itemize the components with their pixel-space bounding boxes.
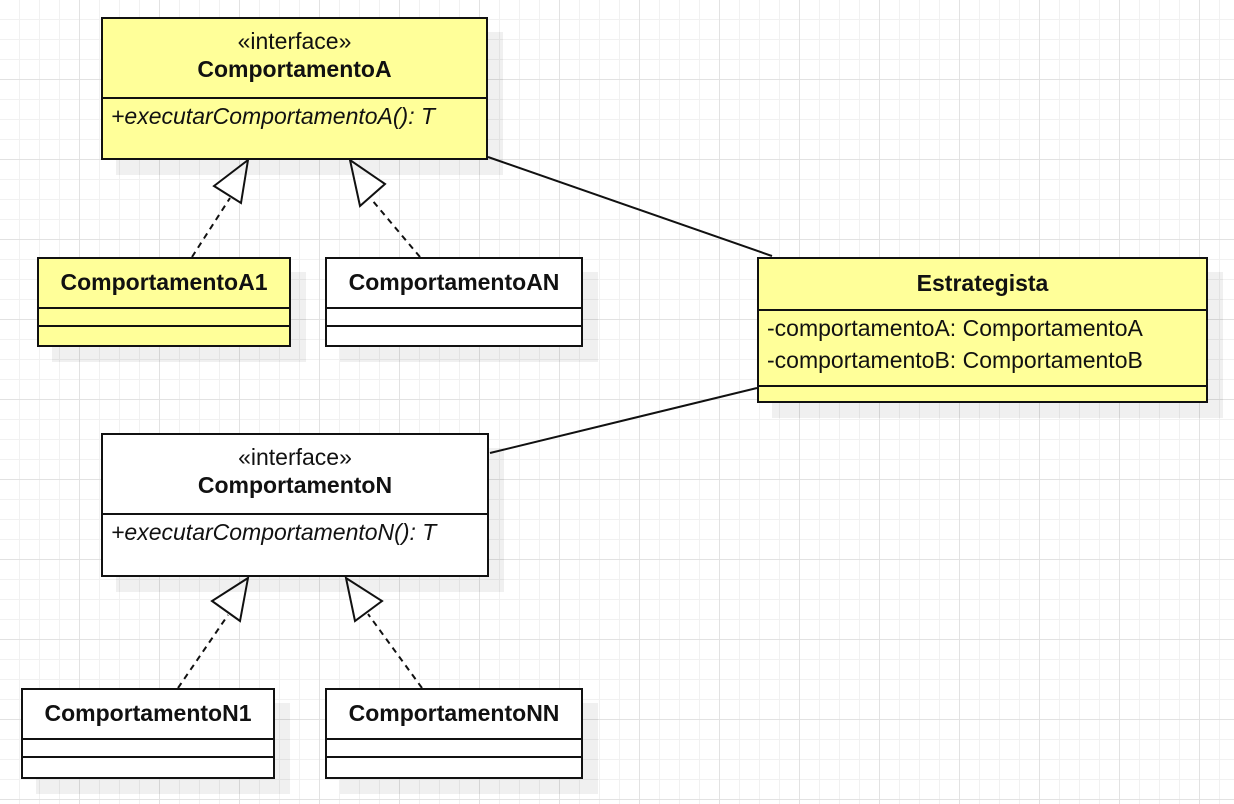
operations-section bbox=[759, 385, 1206, 401]
association-comportamentoa-estrategista bbox=[487, 156, 773, 257]
class-header: Estrategista bbox=[759, 259, 1206, 309]
realization-arrowhead-an bbox=[348, 157, 387, 208]
class-name: ComportamentoAN bbox=[348, 269, 560, 295]
attributes-section bbox=[39, 307, 289, 325]
operations-section bbox=[39, 325, 289, 343]
operations-section: +executarComportamentoA(): T bbox=[103, 97, 486, 133]
class-name: ComportamentoN1 bbox=[44, 700, 252, 726]
stereotype-label: «interface» bbox=[238, 444, 352, 470]
operations-section bbox=[327, 325, 581, 343]
class-header: «interface» ComportamentoA bbox=[103, 19, 486, 97]
class-name: ComportamentoA bbox=[197, 56, 392, 82]
class-header: ComportamentoN1 bbox=[23, 690, 273, 738]
class-name: ComportamentoA1 bbox=[60, 269, 268, 295]
class-header: «interface» ComportamentoN bbox=[103, 435, 487, 513]
class-name: Estrategista bbox=[916, 270, 1049, 296]
class-estrategista[interactable]: Estrategista -comportamentoA: Comportame… bbox=[757, 257, 1208, 403]
operation: +executarComportamentoN(): T bbox=[111, 519, 437, 545]
class-name: ComportamentoNN bbox=[348, 700, 560, 726]
realization-arrowhead-n1 bbox=[210, 575, 250, 623]
class-header: ComportamentoNN bbox=[327, 690, 581, 738]
attributes-section bbox=[327, 307, 581, 325]
realization-line-a1 bbox=[191, 197, 231, 258]
class-comportamento-n1[interactable]: ComportamentoN1 bbox=[21, 688, 275, 779]
operations-section bbox=[23, 756, 273, 774]
class-comportamento-a[interactable]: «interface» ComportamentoA +executarComp… bbox=[101, 17, 488, 160]
attributes-section: -comportamentoA: ComportamentoA -comport… bbox=[759, 309, 1206, 385]
class-name: ComportamentoN bbox=[197, 472, 393, 498]
attributes-section bbox=[23, 738, 273, 756]
operation: +executarComportamentoA(): T bbox=[111, 103, 436, 129]
class-header: ComportamentoAN bbox=[327, 259, 581, 307]
operations-section: +executarComportamentoN(): T bbox=[103, 513, 487, 549]
attribute: -comportamentoB: ComportamentoB bbox=[767, 347, 1143, 373]
realization-line-nn bbox=[367, 613, 423, 689]
stereotype-label: «interface» bbox=[237, 28, 352, 54]
operations-section bbox=[327, 756, 581, 774]
class-header: ComportamentoA1 bbox=[39, 259, 289, 307]
attribute: -comportamentoA: ComportamentoA bbox=[767, 315, 1143, 341]
realization-arrowhead-nn bbox=[344, 575, 384, 623]
class-comportamento-n[interactable]: «interface» ComportamentoN +executarComp… bbox=[101, 433, 489, 577]
class-comportamento-a1[interactable]: ComportamentoA1 bbox=[37, 257, 291, 347]
attributes-section bbox=[327, 738, 581, 756]
realization-line-n1 bbox=[177, 614, 229, 689]
realization-line-an bbox=[371, 199, 421, 258]
class-comportamento-nn[interactable]: ComportamentoNN bbox=[325, 688, 583, 779]
realization-arrowhead-a1 bbox=[212, 157, 250, 205]
class-comportamento-an[interactable]: ComportamentoAN bbox=[325, 257, 583, 347]
association-estrategista-comportamenton bbox=[489, 387, 758, 454]
